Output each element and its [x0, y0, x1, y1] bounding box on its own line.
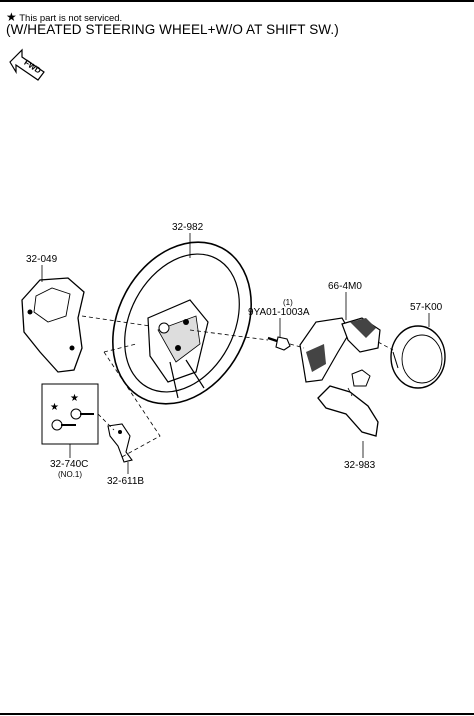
callout-leaders — [41, 233, 430, 474]
star-icon: ★ — [6, 10, 17, 24]
bottom-border — [0, 713, 474, 715]
callout-steering-switch: 66-4M0 — [328, 281, 362, 292]
callout-bracket: 32-611B — [107, 476, 144, 487]
callout-screw-set-note: (NO.1) — [58, 470, 82, 479]
callout-rear-cover: 32-049 — [26, 254, 58, 265]
star-mark-1: ★ — [50, 402, 59, 413]
screw-set: ★ ★ — [41, 383, 99, 445]
bracket — [107, 423, 133, 463]
lower-cover — [317, 369, 379, 437]
callout-airbag: 57-K00 — [410, 302, 443, 313]
callout-lower-cover: 32-983 — [344, 460, 376, 471]
steering-wheel — [112, 241, 252, 405]
callout-steering-wheel: 32-982 — [172, 222, 204, 233]
top-border — [0, 0, 474, 2]
star-mark-2: ★ — [70, 393, 79, 404]
bolt — [267, 336, 291, 351]
not-serviced-note: ★ This part is not serviced. — [6, 10, 122, 24]
diagram-title: (W/HEATED STEERING WHEEL+W/O AT SHIFT SW… — [6, 22, 339, 37]
fwd-arrow-icon: FWD — [9, 48, 45, 81]
callout-screw-set: 32-740C — [50, 459, 88, 470]
note-text: This part is not serviced. — [19, 13, 123, 24]
steering-switch — [299, 317, 381, 383]
assembly-lines — [81, 315, 394, 459]
callout-bolt: 9YA01-1003A — [248, 307, 310, 318]
airbag-module — [390, 325, 446, 389]
rear-cover — [21, 277, 85, 373]
callout-bolt-qty: (1) — [283, 298, 293, 307]
